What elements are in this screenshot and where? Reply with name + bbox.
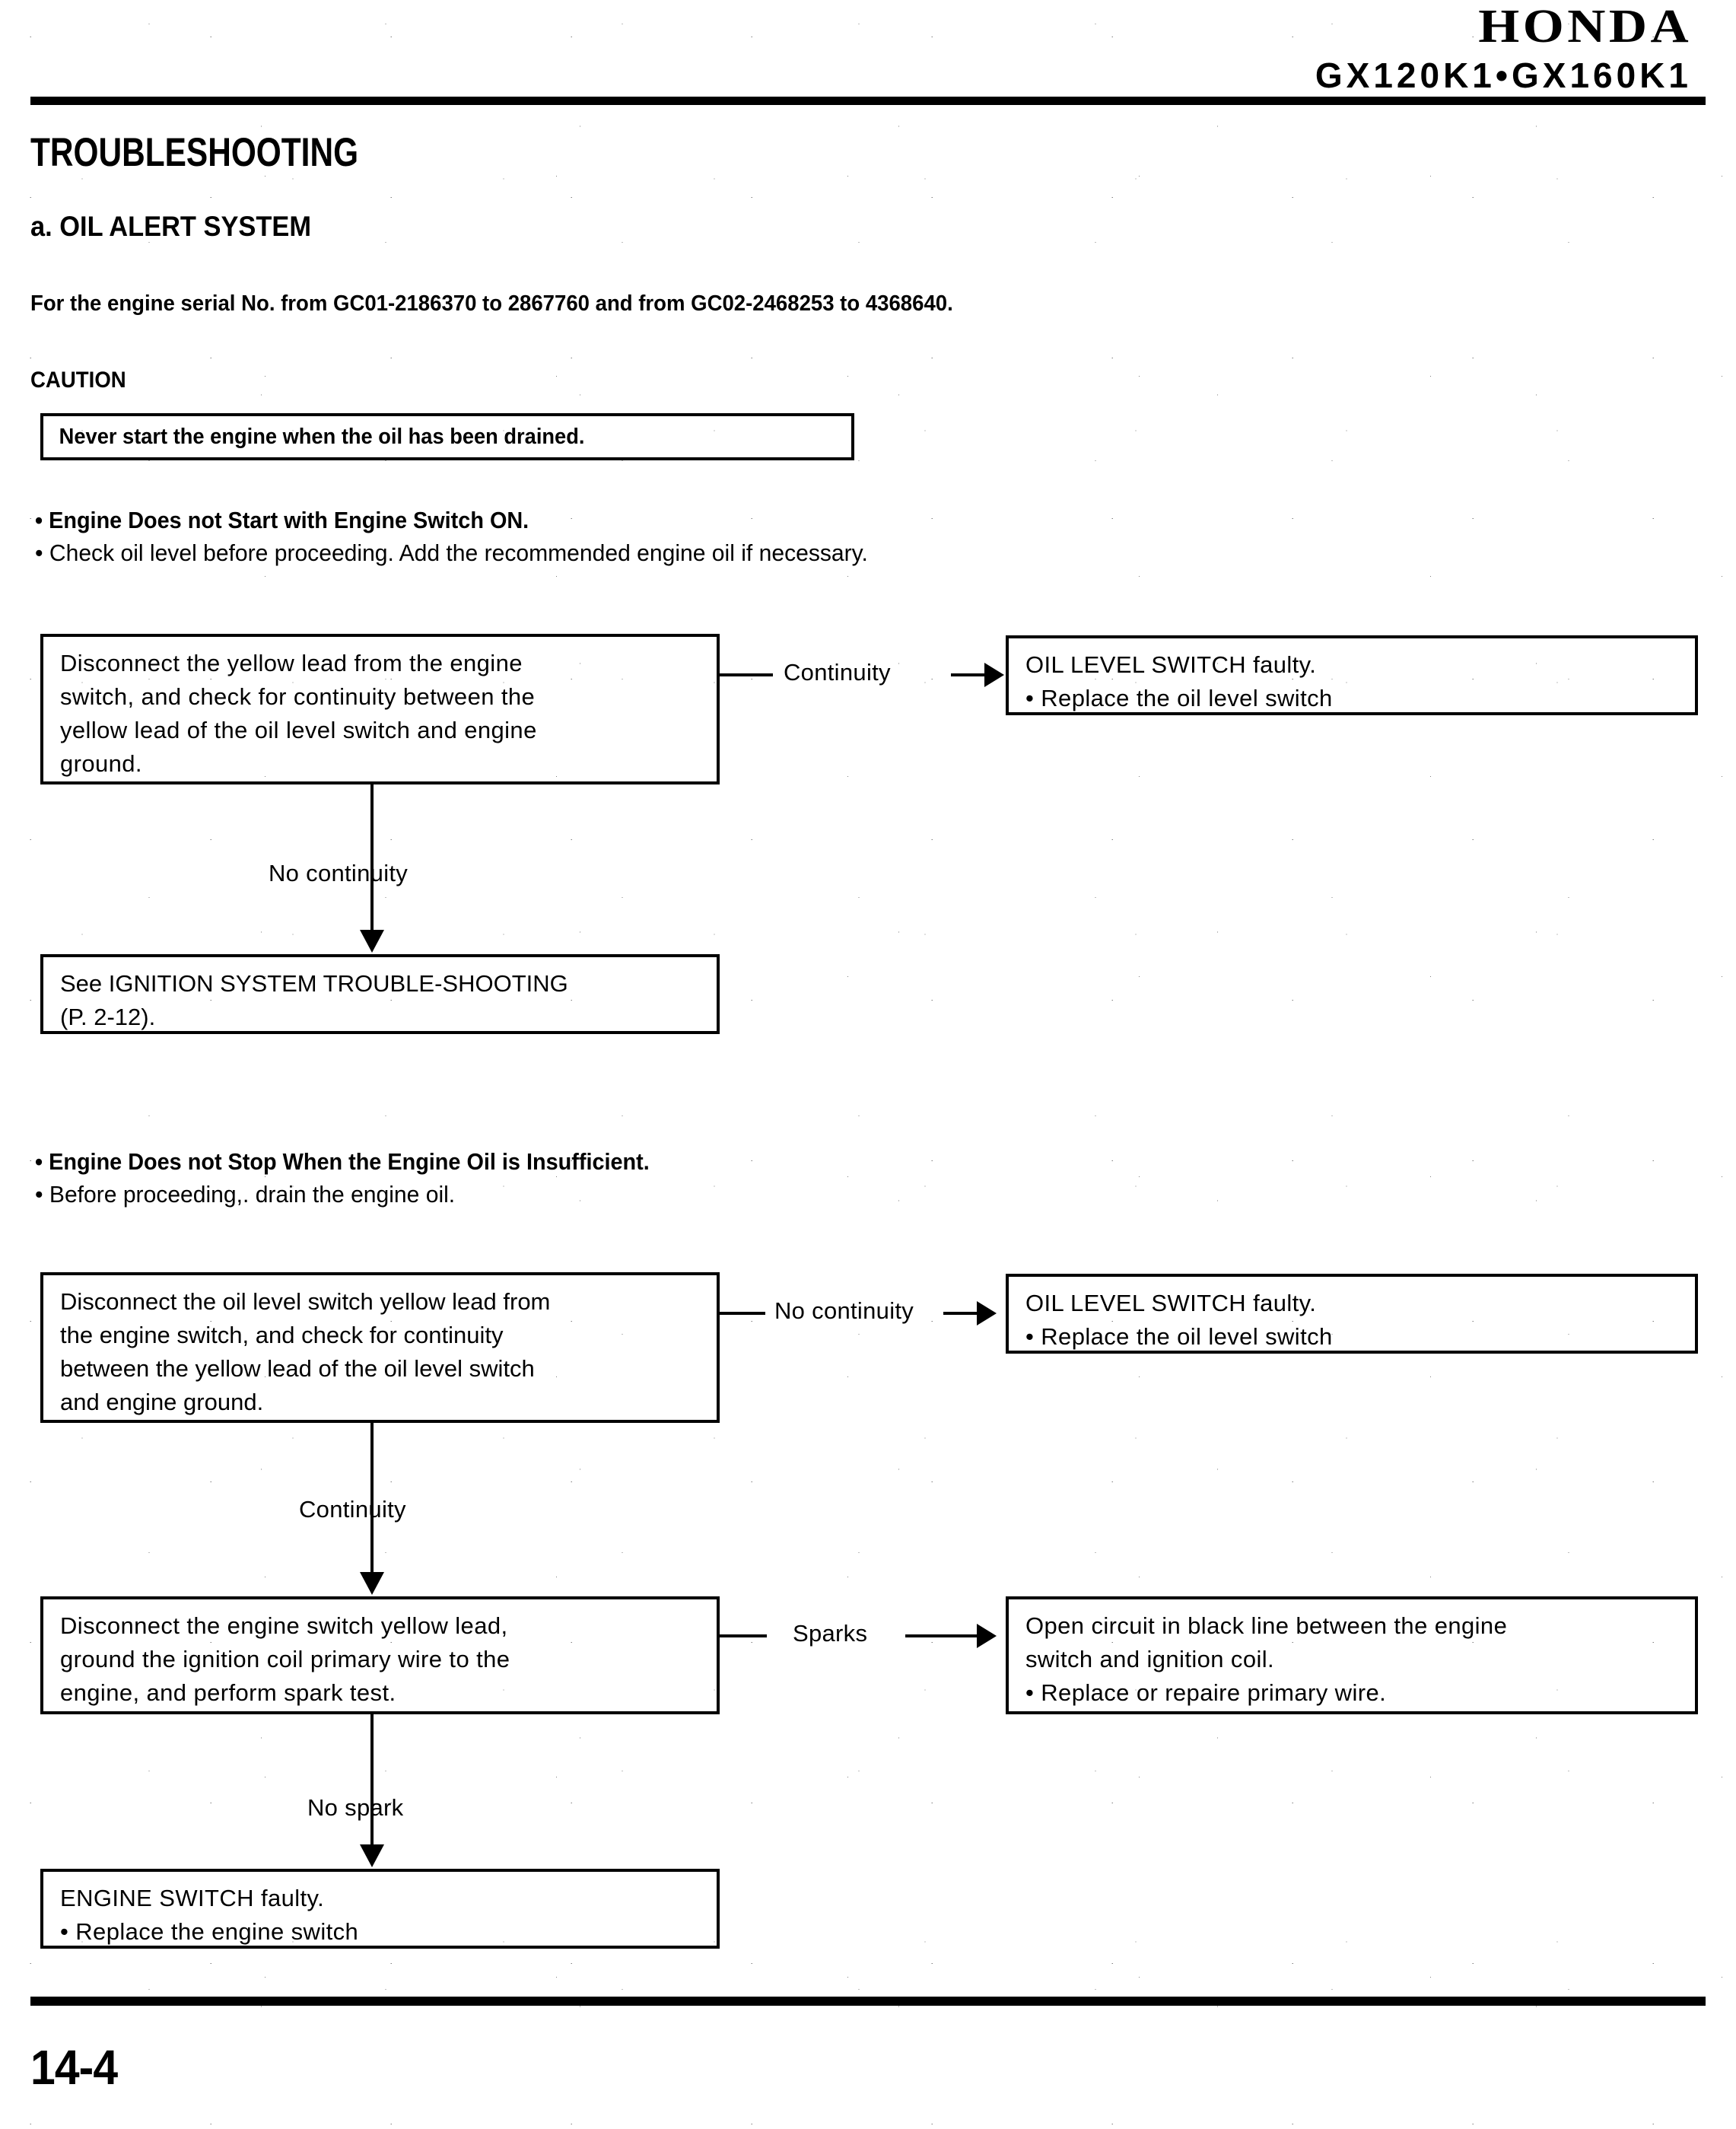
flow1-edge-label-no-continuity: No continuity xyxy=(269,860,409,886)
symptom-note-2: • Before proceeding,. drain the engine o… xyxy=(35,1180,456,1208)
symptom-block-1: • Engine Does not Start with Engine Swit… xyxy=(35,504,894,570)
flow2-connector-c-e xyxy=(370,1714,374,1847)
symptom-heading-1: • Engine Does not Start with Engine Swit… xyxy=(35,507,529,533)
manual-header: HONDA GX120K1•GX160K1 xyxy=(1315,3,1692,93)
flow2-edge-label-no-spark: No spark xyxy=(307,1794,404,1821)
symptom-note-1: • Check oil level before proceeding. Add… xyxy=(35,539,868,566)
caution-box: Never start the engine when the oil has … xyxy=(40,413,854,460)
flow1-edge-label-continuity: Continuity xyxy=(784,659,891,686)
flow2-box-engine-switch-faulty: ENGINE SWITCH faulty. • Replace the engi… xyxy=(40,1869,720,1949)
flow1-box-see-ignition-troubleshooting-text: See IGNITION SYSTEM TROUBLE-SHOOTING (P.… xyxy=(60,970,568,1031)
flow2-connector-c-d-right xyxy=(905,1634,983,1637)
flow2-arrow-a-b xyxy=(977,1301,997,1325)
flow1-box-check-continuity-text: Disconnect the yellow lead from the engi… xyxy=(60,650,537,778)
honda-wordmark: HONDA xyxy=(1478,1,1692,53)
flow2-connector-c-d-left xyxy=(720,1634,767,1637)
caution-text: Never start the engine when the oil has … xyxy=(59,424,585,449)
flow2-box-open-circuit-text: Open circuit in black line between the e… xyxy=(1025,1612,1508,1707)
page-number: 14-4 xyxy=(30,2040,118,2095)
flow2-box-spark-test: Disconnect the engine switch yellow lead… xyxy=(40,1596,720,1714)
footer-divider-rule xyxy=(30,1997,1706,2006)
flow2-connector-a-b-left xyxy=(720,1312,765,1315)
flow1-box-check-continuity: Disconnect the yellow lead from the engi… xyxy=(40,634,720,784)
flow2-edge-label-sparks: Sparks xyxy=(793,1620,868,1647)
flow2-edge-label-no-continuity: No continuity xyxy=(774,1297,914,1324)
flow1-connector-a-c xyxy=(370,784,374,933)
flow2-box-spark-test-text: Disconnect the engine switch yellow lead… xyxy=(60,1612,510,1707)
flow2-box-check-continuity-text: Disconnect the oil level switch yellow l… xyxy=(60,1288,551,1416)
flow2-box-oil-level-switch-faulty-text: OIL LEVEL SWITCH faulty. • Replace the o… xyxy=(1025,1290,1333,1351)
flow1-arrow-a-b xyxy=(984,663,1004,687)
symptom-heading-2: • Engine Does not Stop When the Engine O… xyxy=(35,1148,650,1175)
flow2-edge-label-continuity: Continuity xyxy=(299,1496,406,1523)
flow1-box-see-ignition-troubleshooting: See IGNITION SYSTEM TROUBLE-SHOOTING (P.… xyxy=(40,954,720,1034)
flow2-arrow-c-e xyxy=(360,1844,384,1867)
header-divider-rule xyxy=(30,97,1706,105)
flow2-box-open-circuit: Open circuit in black line between the e… xyxy=(1006,1596,1698,1714)
flow1-connector-a-b-left xyxy=(720,673,773,676)
flow2-box-check-continuity: Disconnect the oil level switch yellow l… xyxy=(40,1272,720,1423)
flow2-box-oil-level-switch-faulty: OIL LEVEL SWITCH faulty. • Replace the o… xyxy=(1006,1274,1698,1354)
flow2-arrow-a-c xyxy=(360,1572,384,1595)
section-title: a. OIL ALERT SYSTEM xyxy=(30,211,312,242)
flow2-box-engine-switch-faulty-text: ENGINE SWITCH faulty. • Replace the engi… xyxy=(60,1885,359,1946)
flow1-box-oil-level-switch-faulty: OIL LEVEL SWITCH faulty. • Replace the o… xyxy=(1006,635,1698,715)
symptom-block-2: • Engine Does not Stop When the Engine O… xyxy=(35,1146,696,1211)
flow2-arrow-c-d xyxy=(977,1624,997,1648)
caution-label: CAUTION xyxy=(30,368,126,393)
flow1-box-oil-level-switch-faulty-text: OIL LEVEL SWITCH faulty. • Replace the o… xyxy=(1025,651,1333,712)
page-title: TROUBLESHOOTING xyxy=(30,130,359,175)
serial-number-note: For the engine serial No. from GC01-2186… xyxy=(30,291,953,316)
model-designation: GX120K1•GX160K1 xyxy=(1315,56,1692,95)
flow1-arrow-a-c xyxy=(360,930,384,953)
